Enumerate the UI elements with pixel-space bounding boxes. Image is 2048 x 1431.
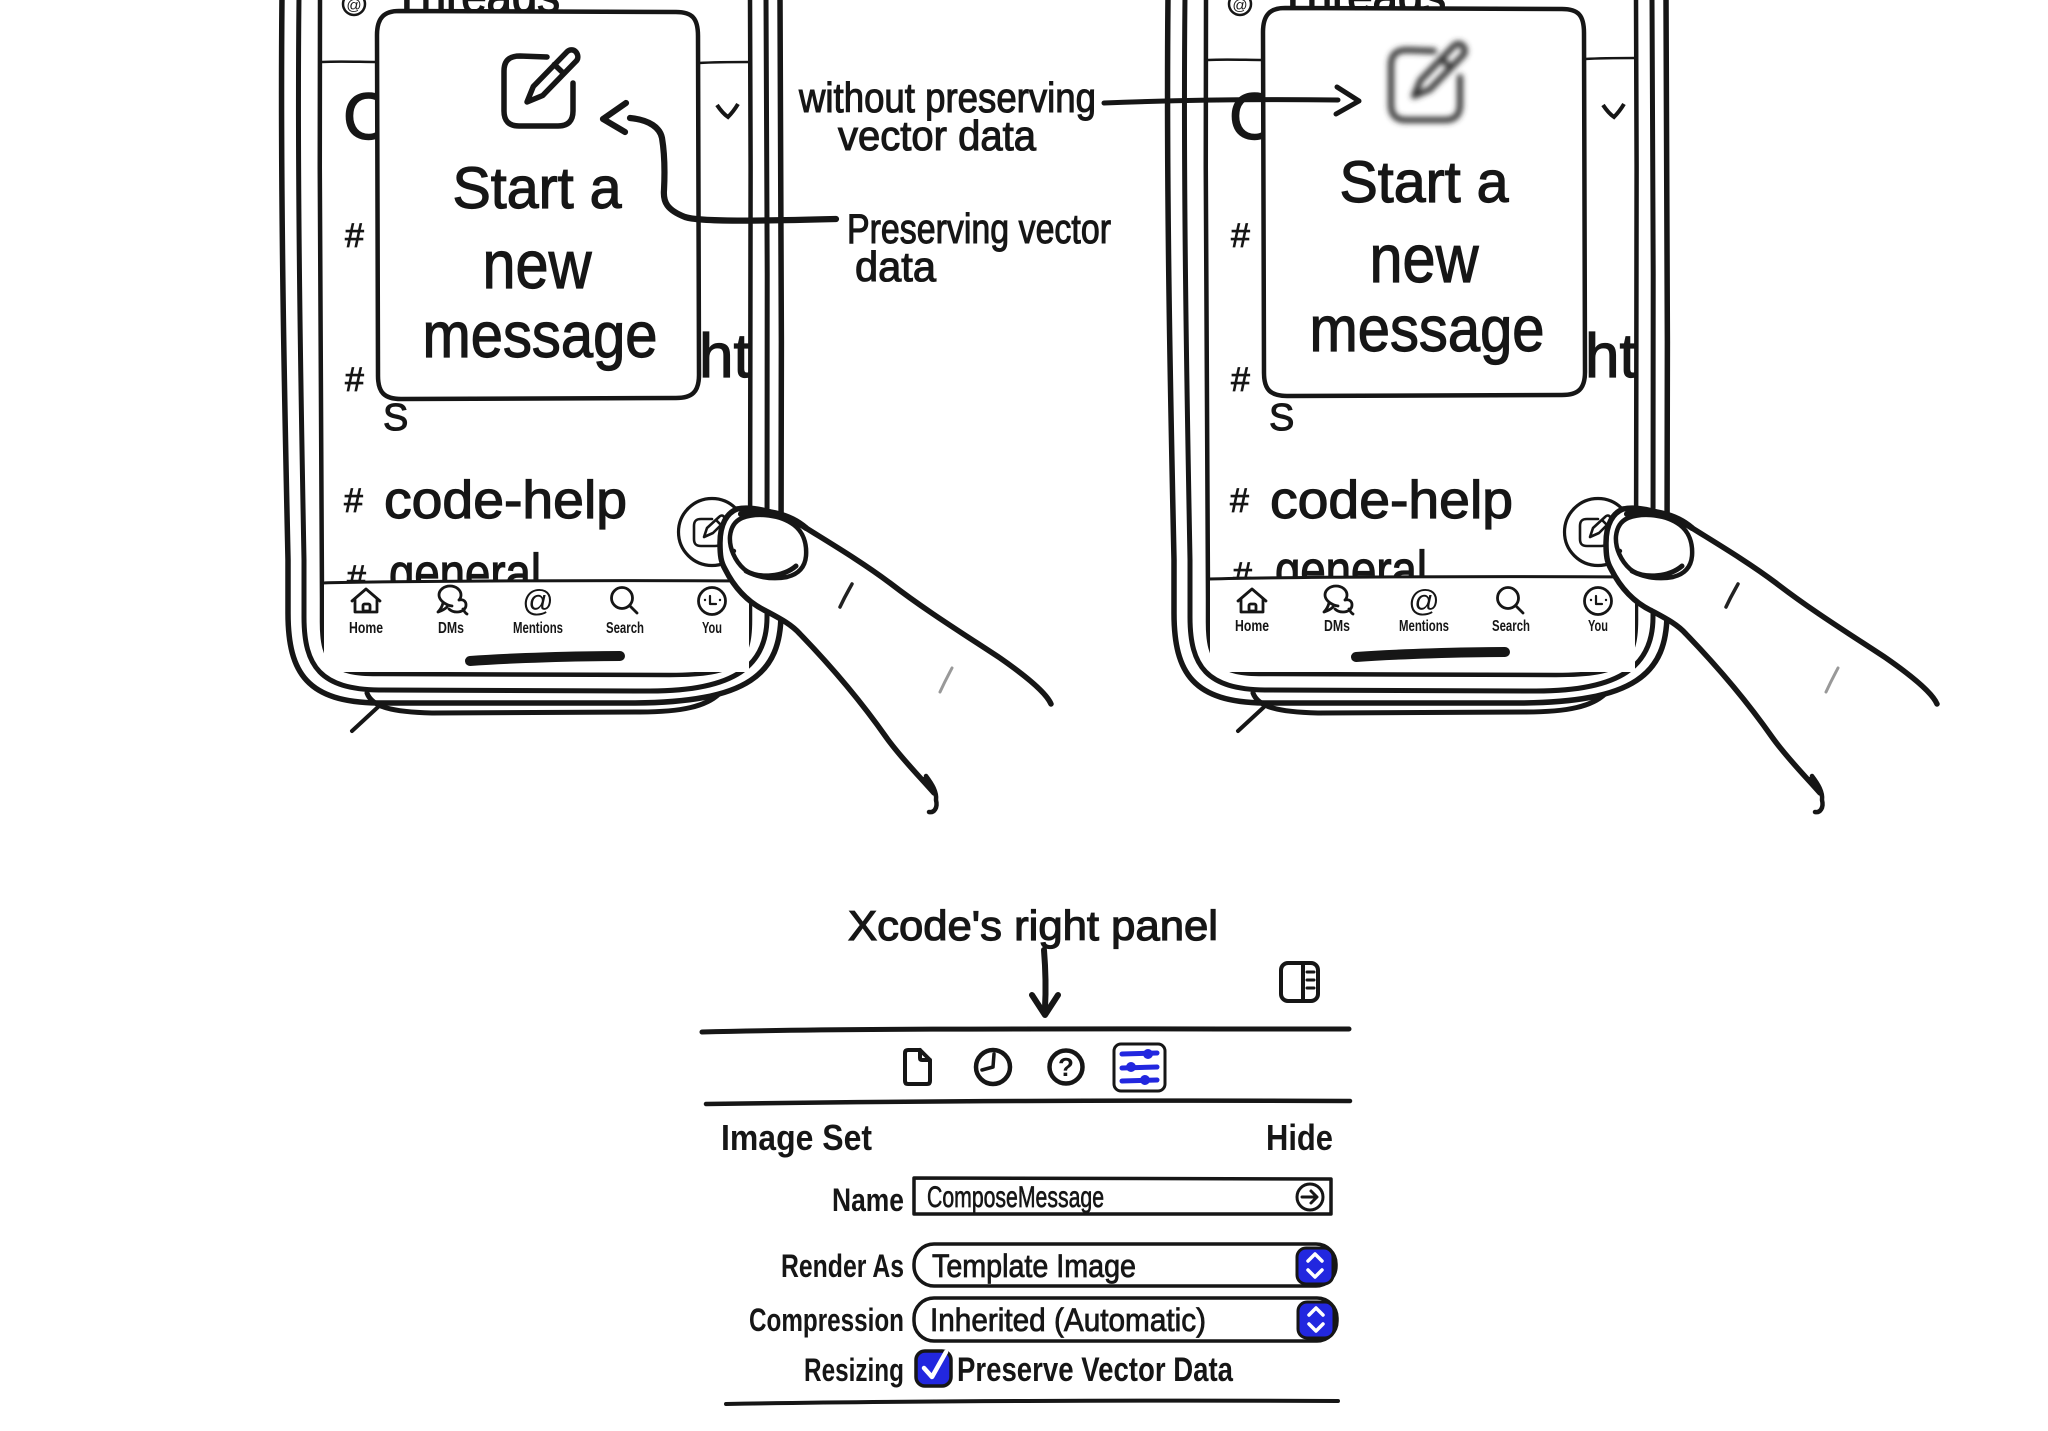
svg-text:data: data: [855, 243, 937, 290]
svg-text:@: @: [1408, 583, 1439, 618]
svg-text:Resizing: Resizing: [804, 1352, 904, 1388]
svg-text:You: You: [1588, 618, 1608, 635]
svg-text:#: #: [344, 482, 363, 520]
svg-text:#: #: [345, 361, 364, 399]
svg-text:code-help: code-help: [1270, 471, 1513, 530]
svg-text:new: new: [1370, 221, 1480, 297]
svg-text:#: #: [1231, 217, 1250, 255]
svg-text:#: #: [1231, 361, 1250, 399]
svg-text:Template Image: Template Image: [932, 1248, 1136, 1284]
svg-text:#: #: [345, 217, 364, 255]
svg-text:Hide: Hide: [1266, 1117, 1333, 1158]
svg-text:message: message: [1310, 293, 1545, 365]
svg-text:Mentions: Mentions: [513, 620, 563, 637]
svg-text:Preserve Vector Data: Preserve Vector Data: [957, 1351, 1234, 1389]
svg-text:message: message: [423, 299, 658, 371]
svg-text:Home: Home: [1235, 618, 1269, 635]
svg-text:?: ?: [1058, 1052, 1074, 1082]
svg-text:Xcode's right panel: Xcode's right panel: [848, 902, 1218, 949]
svg-text:@: @: [522, 583, 553, 618]
svg-text:Start a: Start a: [1340, 150, 1510, 215]
svg-text:DMs: DMs: [438, 620, 464, 637]
svg-text:You: You: [702, 620, 722, 637]
svg-text:S: S: [383, 397, 408, 439]
svg-text:code-help: code-help: [384, 471, 627, 530]
svg-text:without preserving: without preserving: [798, 74, 1096, 121]
svg-text:ht: ht: [1585, 322, 1637, 391]
svg-text:Name: Name: [832, 1182, 904, 1218]
svg-text:Search: Search: [606, 620, 644, 637]
svg-text:Image Set: Image Set: [721, 1117, 872, 1158]
svg-text:Home: Home: [349, 620, 383, 637]
svg-text:Inherited (Automatic): Inherited (Automatic): [930, 1302, 1206, 1338]
svg-text:vector data: vector data: [838, 112, 1037, 159]
svg-text:@: @: [346, 0, 361, 14]
svg-text:Start a: Start a: [453, 156, 623, 221]
svg-text:DMs: DMs: [1324, 618, 1350, 635]
svg-text:Search: Search: [1492, 618, 1530, 635]
svg-text:ht: ht: [699, 322, 751, 391]
svg-text:new: new: [483, 227, 593, 303]
svg-text:Compression: Compression: [749, 1302, 904, 1338]
svg-text:Preserving vector: Preserving vector: [847, 205, 1111, 252]
svg-text:Render As: Render As: [781, 1248, 904, 1284]
svg-text:ComposeMessage: ComposeMessage: [927, 1181, 1104, 1214]
svg-text:#: #: [1230, 482, 1249, 520]
svg-text:S: S: [1269, 397, 1294, 439]
svg-text:@: @: [1232, 0, 1247, 14]
svg-text:Mentions: Mentions: [1399, 618, 1449, 635]
